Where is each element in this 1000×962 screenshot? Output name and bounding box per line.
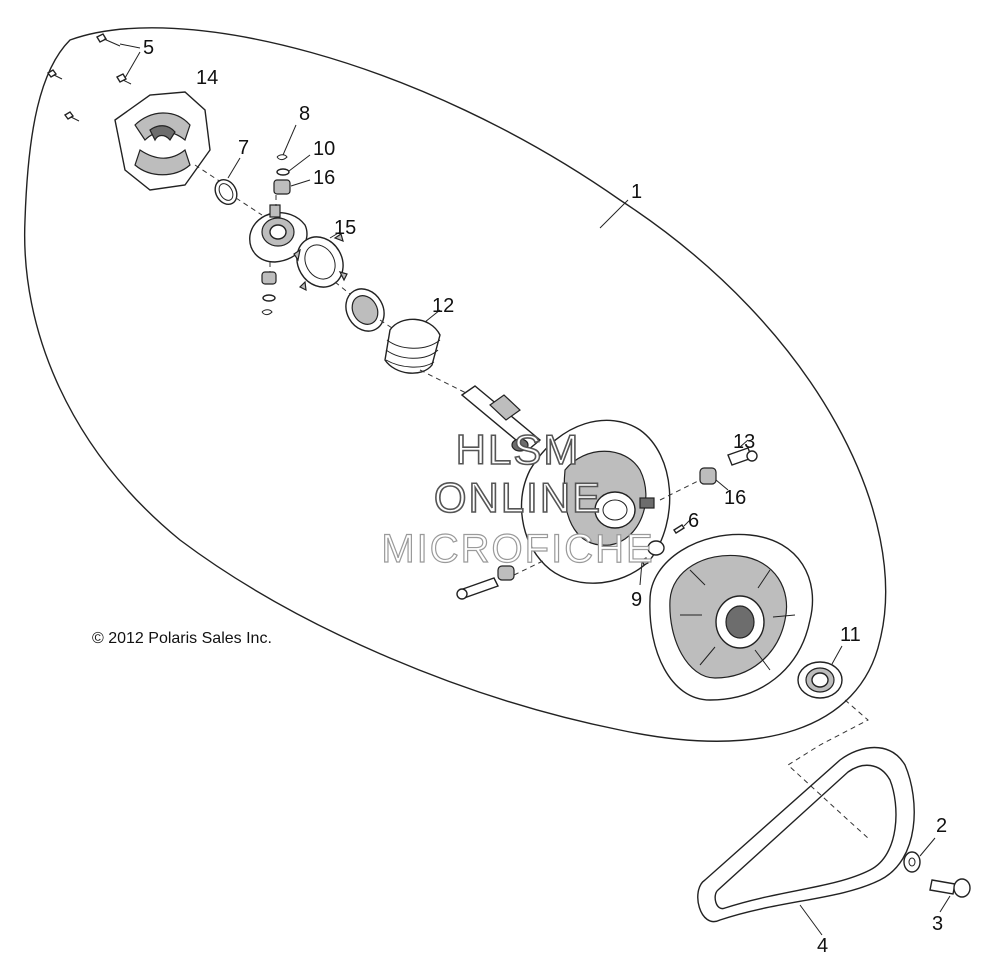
roller-stack — [261, 271, 277, 316]
moveable-sheave — [520, 419, 671, 584]
callout-9: 9 — [631, 589, 642, 611]
callout-12: 12 — [432, 295, 454, 317]
bearing-11 — [797, 661, 843, 699]
bolts-5 — [46, 33, 132, 122]
spring-12 — [384, 318, 441, 374]
watermark-line-2: ONLINE — [434, 474, 602, 521]
copyright-text: © 2012 Polaris Sales Inc. — [92, 630, 272, 647]
roller-16 — [273, 179, 291, 195]
callout-8: 8 — [299, 103, 310, 125]
watermark-line-3: MICROFICHE — [381, 527, 654, 571]
pin-13 — [727, 447, 758, 466]
callout-13: 13 — [733, 431, 755, 453]
cover-14 — [114, 91, 211, 191]
bolt-lower — [456, 565, 515, 600]
callout-16-right: 16 — [724, 487, 746, 509]
callout-1: 1 — [631, 181, 642, 203]
callout-6: 6 — [688, 510, 699, 532]
clip-9 — [641, 540, 665, 566]
ring-7 — [214, 178, 238, 206]
callout-5: 5 — [143, 37, 154, 59]
drive-belt-4 — [697, 746, 915, 923]
spacer-ring-15 — [293, 233, 348, 292]
callout-7: 7 — [238, 137, 249, 159]
assembly-outline — [23, 27, 887, 742]
callout-4: 4 — [817, 935, 828, 957]
callout-10: 10 — [313, 138, 335, 160]
stationary-sheave — [649, 533, 814, 701]
washer-10 — [276, 168, 290, 176]
watermark-line-1: HLSM — [456, 426, 581, 473]
clip-8 — [276, 154, 288, 161]
callout-16-top: 16 — [313, 167, 335, 189]
bolt-3 — [929, 878, 971, 898]
washer-2 — [903, 851, 921, 873]
roller-16-right — [699, 467, 717, 485]
callout-3: 3 — [932, 913, 943, 935]
callout-2: 2 — [936, 815, 947, 837]
button-washer — [345, 288, 385, 332]
callout-14: 14 — [196, 67, 218, 89]
callout-11: 11 — [840, 624, 861, 646]
shaft-bushing — [460, 385, 542, 452]
pin-6 — [673, 524, 685, 534]
callout-15: 15 — [334, 217, 356, 239]
spider-hub — [249, 204, 308, 263]
